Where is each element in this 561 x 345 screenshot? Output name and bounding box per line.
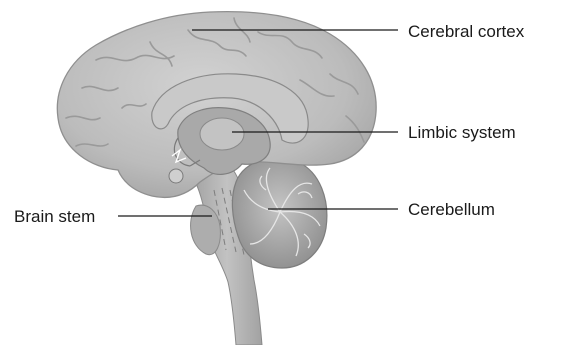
label-brain-stem: Brain stem: [14, 208, 95, 225]
thalamus: [200, 118, 244, 150]
label-cerebral-cortex: Cerebral cortex: [408, 23, 524, 40]
mammillary-body: [169, 169, 183, 183]
label-limbic-system: Limbic system: [408, 124, 516, 141]
label-cerebellum: Cerebellum: [408, 201, 495, 218]
